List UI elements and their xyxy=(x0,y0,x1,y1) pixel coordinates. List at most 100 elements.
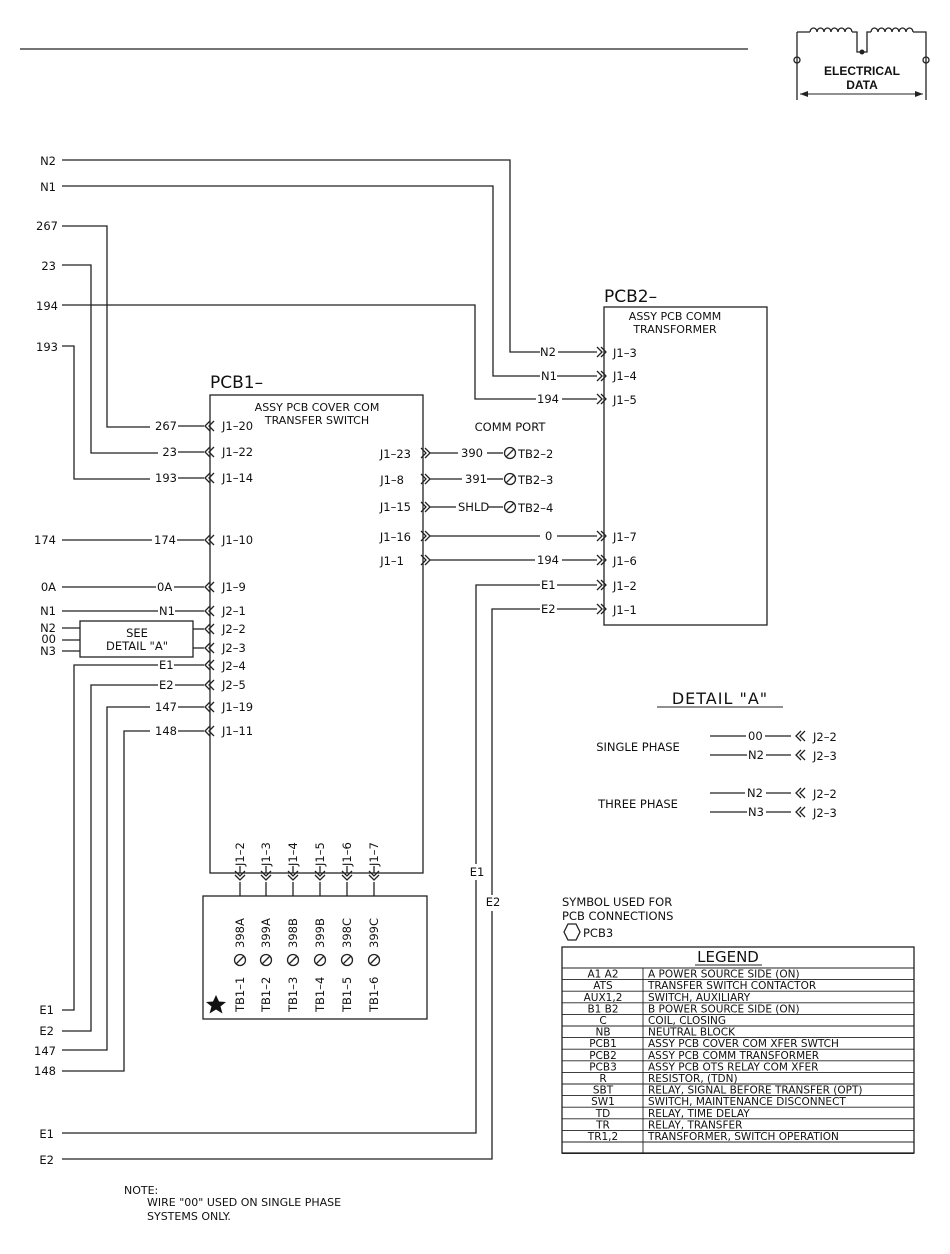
pcb1-right-connector-3 xyxy=(420,530,431,542)
pin-j1-9: J1–9 xyxy=(221,580,246,594)
legend-code: PCB3 xyxy=(589,1061,617,1073)
pcb1-desc2: TRANSFER SWITCH xyxy=(264,414,369,427)
pcb2-wires: N2 N1 194 E1 E2 E1 E2 xyxy=(62,345,597,1160)
pcb2-pin-j1-2: J1–2 xyxy=(612,579,637,593)
tb1-screw-3-slot xyxy=(315,955,325,965)
pcb2-desc2: TRANSFORMER xyxy=(632,323,717,336)
wire-label-174: 174 xyxy=(34,533,56,547)
legend-code: B1 B2 xyxy=(587,1003,618,1015)
pcb2-connector-4 xyxy=(596,554,607,566)
note-line1: NOTE: xyxy=(124,1184,158,1197)
bottom-pin-label-1: J1–3 xyxy=(259,842,273,867)
pin-j1-15: J1–15 xyxy=(379,500,411,514)
pcb1-left-connector-9 xyxy=(204,679,215,691)
coil-icon xyxy=(793,27,930,100)
pcb1-wire-e2: E2 xyxy=(159,678,174,692)
pcb1-left-connector-8 xyxy=(204,659,215,671)
tb1-screw-0 xyxy=(233,953,247,967)
legend-desc: SWITCH, AUXILIARY xyxy=(648,992,751,1004)
electrical-data-badge: ELECTRICAL DATA xyxy=(793,27,930,100)
pcb2-pin-j1-3: J1–3 xyxy=(612,346,637,360)
tb2-screw-0 xyxy=(503,446,517,460)
pcb1-left-connector-5 xyxy=(204,605,215,617)
pin-j1-20: J1–20 xyxy=(221,419,253,433)
symbol-line1: SYMBOL USED FOR xyxy=(562,895,672,909)
badge-line2: DATA xyxy=(846,78,878,92)
pcb2-wire-194: 194 xyxy=(537,392,559,406)
see-detail-box xyxy=(79,620,194,658)
wire-label-n1b: N1 xyxy=(40,604,56,618)
bottom-connector-2 xyxy=(287,870,299,881)
legend-code: C xyxy=(599,1015,606,1027)
bottom-wire-label-2: 398B xyxy=(286,918,300,948)
pcb1-right-connector-2 xyxy=(420,501,431,513)
pcb1-left-connector-11 xyxy=(204,725,215,737)
pin-j1-11: J1–11 xyxy=(221,724,253,738)
bottom-connector-0 xyxy=(234,870,246,881)
legend-code: TR1,2 xyxy=(587,1131,618,1143)
tb2-screw-1 xyxy=(503,472,517,486)
legend-desc: RESISTOR, (TDN) xyxy=(648,1073,738,1085)
symbol-line2: PCB CONNECTIONS xyxy=(562,909,673,923)
legend-code: R xyxy=(599,1073,606,1085)
pcb1-wire-193: 193 xyxy=(155,471,177,485)
pcb2-pin-j1-7: J1–7 xyxy=(612,530,637,544)
pcb1-left-connector-1 xyxy=(204,446,215,458)
tb1-screw-0-slot xyxy=(235,955,245,965)
detail-wire-00: 00 xyxy=(748,729,763,743)
detail-wire-n2-three: N2 xyxy=(747,786,763,800)
pin-j1-23: J1–23 xyxy=(379,447,411,461)
tb1-screw-2 xyxy=(286,953,300,967)
tb1-terminal-label-2: TB1–3 xyxy=(286,977,300,1013)
pcb2-block: PCB2– ASSY PCB COMM TRANSFORMER xyxy=(603,287,768,626)
star-icon xyxy=(206,995,226,1014)
tb2-screw-2-slot xyxy=(505,502,515,512)
bottom-connector-5 xyxy=(368,870,380,881)
detail-connector-2 xyxy=(795,787,806,799)
legend-desc: COIL, CLOSING xyxy=(648,1015,726,1027)
detail-a: DETAIL "A" SINGLE PHASE THREE PHASE 00 N… xyxy=(596,689,837,820)
bottom-pin-label-3: J1–5 xyxy=(313,842,327,867)
detail-connector-3 xyxy=(795,806,806,818)
wire-label-194: 194 xyxy=(36,299,58,313)
pin-j1-1: J1–1 xyxy=(379,554,404,568)
legend-code: PCB2 xyxy=(589,1050,617,1062)
tb2-screw-0-slot xyxy=(505,448,515,458)
tb2-4: TB2–4 xyxy=(517,501,553,515)
pcb2-name: PCB2– xyxy=(604,287,657,307)
wire-label-n3: N3 xyxy=(40,644,56,658)
pcb1-left-pins: J1–20 J1–22 J1–14 J1–10 J1–9 J2–1 J2–2 J… xyxy=(221,419,253,738)
badge-line1: ELECTRICAL xyxy=(824,64,900,78)
tb1-terminal-label-5: TB1–6 xyxy=(367,977,381,1013)
see-detail-line1: SEE xyxy=(126,626,148,640)
detail-title: DETAIL "A" xyxy=(672,689,768,708)
legend-desc: RELAY, TIME DELAY xyxy=(648,1108,750,1120)
pin-j1-8: J1–8 xyxy=(379,473,404,487)
tb2-2: TB2–2 xyxy=(517,447,553,461)
bottom-connector-1 xyxy=(260,870,272,881)
tb2-screw-1-slot xyxy=(505,474,515,484)
tb1-screw-2-slot xyxy=(288,955,298,965)
pin-j2-4: J2–4 xyxy=(221,659,246,673)
bottom-pin-label-0: J1–2 xyxy=(233,842,247,867)
pcb1-left-connector-0 xyxy=(204,420,215,432)
bottom-connector-3 xyxy=(314,870,326,881)
pcb1-right-connector-0 xyxy=(420,447,431,459)
pcb2-desc1: ASSY PCB COMM xyxy=(629,310,721,323)
pcb2-connector-5 xyxy=(596,579,607,591)
legend-desc: NEUTRAL BLOCK xyxy=(648,1027,736,1039)
pin-j1-19: J1–19 xyxy=(221,700,253,714)
legend-code: TR xyxy=(595,1119,610,1131)
detail-pin-j2-2-single: J2–2 xyxy=(812,730,837,744)
pcb2-pins: J1–3 J1–4 J1–5 J1–7 J1–6 J1–2 J1–1 xyxy=(612,346,637,617)
pin-j1-14: J1–14 xyxy=(221,471,253,485)
incoming-wires: N2 N1 267 23 194 193 xyxy=(36,154,540,480)
pcb1-wire-267: 267 xyxy=(155,419,177,433)
tb1-screw-1-slot xyxy=(261,955,271,965)
legend-code: ATS xyxy=(593,980,613,992)
pcb1-right-connector-4 xyxy=(420,554,431,566)
comm-wire-shld: SHLD xyxy=(458,500,489,514)
